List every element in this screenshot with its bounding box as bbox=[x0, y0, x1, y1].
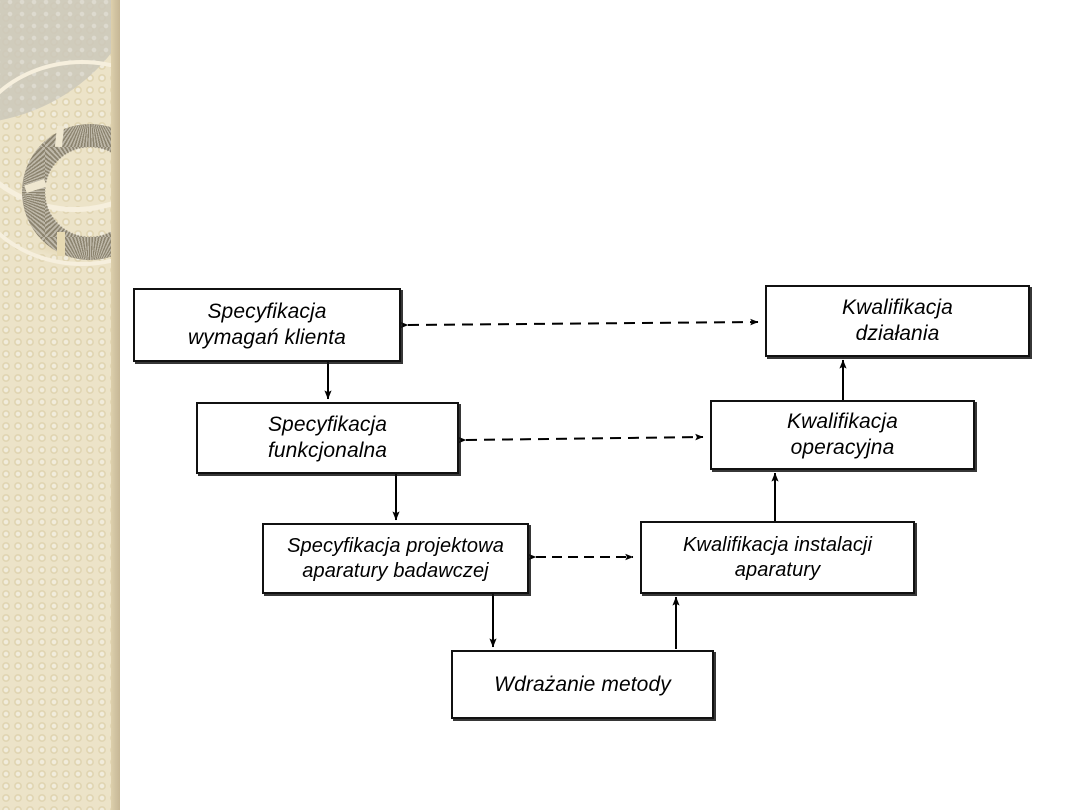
node-kwalifikacja-dzialania[interactable]: Kwalifikacja działania bbox=[765, 285, 1030, 357]
sidebar-right-edge bbox=[111, 0, 120, 810]
node-label: Kwalifikacja działania bbox=[842, 296, 953, 345]
node-label: Kwalifikacja operacyjna bbox=[787, 410, 898, 459]
node-wdrazanie-metody[interactable]: Wdrażanie metody bbox=[451, 650, 714, 719]
node-label: Specyfikacja wymagań klienta bbox=[188, 300, 346, 349]
node-spec-projektowa[interactable]: Specyfikacja projektowa aparatury badawc… bbox=[262, 523, 529, 594]
node-kwalifikacja-operacyjna[interactable]: Kwalifikacja operacyjna bbox=[710, 400, 975, 470]
node-label: Specyfikacja projektowa aparatury badawc… bbox=[287, 535, 504, 582]
node-spec-wymagan-klienta[interactable]: Specyfikacja wymagań klienta bbox=[133, 288, 401, 362]
edge-dashed-row-2 bbox=[458, 433, 704, 444]
flowchart-connectors bbox=[324, 318, 847, 649]
decorative-sidebar bbox=[0, 0, 120, 810]
node-label: Wdrażanie metody bbox=[494, 672, 671, 696]
node-label: Specyfikacja funkcjonalna bbox=[267, 413, 388, 462]
node-kwalifikacja-instalacji[interactable]: Kwalifikacja instalacji aparatury bbox=[640, 521, 915, 594]
edge-dashed-row-1 bbox=[400, 318, 759, 329]
sidebar-arc-thin-icon bbox=[0, 60, 120, 266]
node-spec-funkcjonalna[interactable]: Specyfikacja funkcjonalna bbox=[196, 402, 459, 474]
node-label: Kwalifikacja instalacji aparatury bbox=[682, 534, 873, 581]
sidebar-ring-notch bbox=[57, 232, 65, 256]
flowchart-diagram: Specyfikacja wymagań klienta Kwalifikacj… bbox=[120, 0, 1080, 810]
